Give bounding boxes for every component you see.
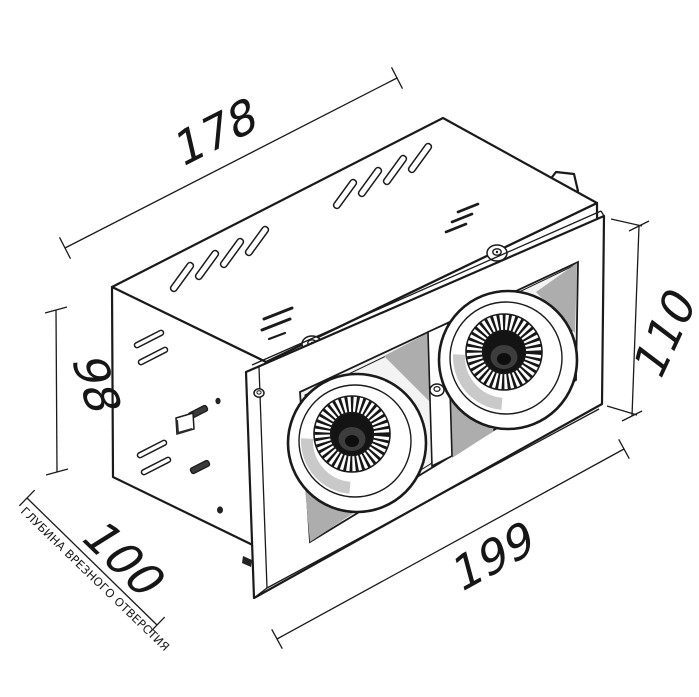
gimbal-lamp-right (437, 289, 579, 431)
dim-top-width-value: 178 (171, 87, 262, 180)
lamp-source (345, 435, 359, 447)
dim-front-width-value: 199 (449, 510, 540, 605)
screw-icon (486, 244, 508, 262)
screw-icon (429, 383, 445, 397)
screw-icon (253, 388, 265, 398)
dimension-100: 100 ГЛУБИНА ВРЕЗНОГО ОТВЕРСТИЯ (18, 489, 178, 654)
side-square-knockout (175, 412, 195, 435)
lamp-shade-crescent (452, 304, 559, 410)
lamp-teeth-ring (314, 396, 390, 472)
side-hole-top (215, 397, 221, 405)
lamp-teeth-ring (466, 314, 542, 390)
gimbal-lamp-left (286, 372, 428, 514)
lamp-source (497, 353, 511, 365)
side-vent-slots (133, 329, 211, 476)
top-vent-slots-left (169, 225, 270, 293)
top-vent-dashes-right (444, 202, 480, 234)
top-vent-dashes-front (260, 306, 294, 341)
side-hole-bottom (217, 506, 223, 514)
top-vent-slots-right (332, 142, 433, 210)
frame-clip-mark (242, 556, 252, 567)
trim-frame-bevel (251, 210, 605, 599)
lamp-shade-crescent (301, 388, 407, 494)
dimension-110: 110 (606, 218, 699, 422)
